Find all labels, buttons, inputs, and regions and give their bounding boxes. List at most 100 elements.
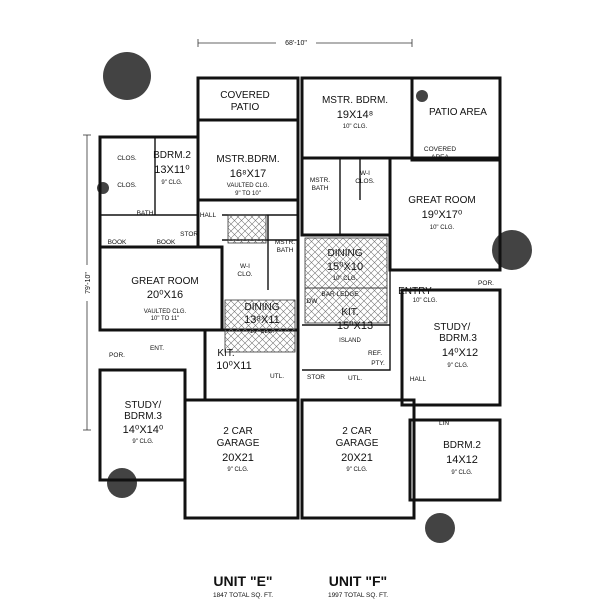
mstr-bath-f-l2: BATH [312,185,329,192]
garage-e-l1: 2 CAR [223,426,252,437]
mstr-bdrm-e-note2: 9" TO 10" [235,191,261,197]
tile-floors [224,214,388,353]
mstr-bdrm-e-note1: VAULTED CLG. [227,183,270,189]
garage-f-size: 20X21 [341,452,373,464]
kit-f-size: 15⁰X13 [337,320,373,332]
mstr-bdrm-f-label: MSTR. BDRM. [322,95,388,106]
pty-f-label: PTY. [371,360,385,367]
study-e-l1: STUDY/ [125,400,162,411]
unit-e-title: UNIT "E" [213,573,272,589]
wi-clos-f-l1: W-I [360,170,370,177]
hall-e-label: HALL [200,212,217,219]
covered-area-f-l1: COVERED [424,146,456,153]
mstr-bath-f-l1: MSTR. [310,177,330,184]
entry-f-note: 10" CLG. [413,298,438,304]
unit-f-labels: MSTR. BDRM. 19X14⁸ 10" CLG. PATIO AREA C… [307,95,495,476]
wi-clos-f-l2: CLOS. [355,178,375,185]
tree-top-left [103,52,151,100]
mstr-bath-e-l2: BATH [277,247,294,254]
width-dimension: 68'-10" [285,40,307,47]
garage-e-note: 9" CLG. [227,467,248,473]
bdrm2-e-label: BDRM.2 [153,150,191,161]
utl-f-label: UTL. [348,375,362,382]
mstr-bdrm-f-size: 19X14⁸ [337,109,373,121]
study-f-size: 14⁰X12 [442,347,478,359]
bdrm2-e-size: 13X11⁰ [154,164,190,176]
depth-dimension: 79'-10" [85,272,92,294]
dining-f-note: 10" CLG. [333,276,358,282]
bdrm2-e-note: 9" CLG. [161,180,182,186]
kit-f-note: ISLAND [339,338,361,344]
mstr-bdrm-e-size: 16⁸X17 [230,168,266,180]
bar-ledge-label: BAR LEDGE [321,291,359,298]
mstr-bath-e-l1: MSTR. [275,239,295,246]
book-label-1: BOOK [108,239,127,246]
ref-f-label: REF. [368,350,382,357]
por-f-label: POR. [478,280,494,287]
dining-e-size: 13⁸X11 [244,314,280,326]
garage-e-size: 20X21 [222,452,254,464]
tree-small-top [416,90,428,102]
ent-e-label: ENT. [150,345,164,352]
great-room-e-label: GREAT ROOM [131,276,198,287]
study-e-note: 9" CLG. [132,439,153,445]
bdrm2-f-size: 14X12 [446,454,478,466]
dining-e-label: DINING [245,302,280,313]
unit-titles: UNIT "E" 1847 TOTAL SQ. FT. UNIT "F" 199… [213,573,388,599]
utl-e-label: UTL. [270,373,284,380]
wi-clo-e-l2: CLO. [237,271,252,278]
unit-e-walls [98,76,300,520]
unit-f-sqft: 1997 TOTAL SQ. FT. [328,592,388,599]
bath-e-label: BATH [137,210,154,217]
dining-f-size: 15⁰X10 [327,261,363,273]
bdrm2-f-note: 9" CLG. [451,470,472,476]
great-room-e-note1: VAULTED CLG. [144,309,187,315]
dw-f-label: DW [307,298,319,305]
great-room-e-size: 20⁰X16 [147,289,183,301]
covered-area-f-l2: AREA [431,154,449,161]
kit-e-label: KIT. [217,348,234,359]
tree-right [492,230,532,270]
garage-f-note: 9" CLG. [346,467,367,473]
great-room-f-label: GREAT ROOM [408,195,475,206]
study-f-l1: STUDY/ [434,322,471,333]
bdrm2-f-label: BDRM.2 [443,440,481,451]
tree-bottom-left [107,468,137,498]
study-f-l2: BDRM.3 [439,333,477,344]
study-e-size: 14⁰X14⁰ [123,424,164,436]
covered-patio-e-l1: COVERED [220,90,269,101]
covered-patio-e-l2: PATIO [231,102,260,113]
mstr-bdrm-f-note: 10" CLG. [343,124,368,130]
garage-f-l1: 2 CAR [342,426,371,437]
great-room-f-size: 19⁰X17⁰ [422,209,463,221]
garage-e-l2: GARAGE [217,438,260,449]
lin-f-label: LIN [439,420,449,427]
kit-f-label: KIT. [341,307,358,318]
wi-clo-e-l1: W-I [240,263,250,270]
unit-e-sqft: 1847 TOTAL SQ. FT. [213,592,273,599]
dimension-lines: 68'-10" 79'-10" [80,37,413,431]
unit-f-title: UNIT "F" [329,573,387,589]
stor-f-label: STOR [307,374,325,381]
stor-e-label: STOR. [180,231,200,238]
entry-f-label: ENTRY [398,286,432,297]
clos-label-1: CLOS. [117,155,137,162]
study-f-note: 9" CLG. [447,363,468,369]
garage-f-l2: GARAGE [336,438,379,449]
tree-bottom-right [425,513,455,543]
por-e-label: POR. [109,352,125,359]
landscape-trees [97,52,532,543]
mstr-bdrm-e-label: MSTR.BDRM. [216,154,279,165]
clos-label-2: CLOS. [117,182,137,189]
great-room-e-note2: 10" TO 11" [151,316,180,322]
unit-e-labels: COVERED PATIO MSTR.BDRM. 16⁸X17 VAULTED … [108,90,296,473]
dining-e-note: 10" CLG. [250,329,275,335]
patio-area-f-label: PATIO AREA [429,107,487,118]
unit-f-walls [300,76,502,520]
study-e-l2: BDRM.3 [124,411,162,422]
great-room-f-note: 10" CLG. [430,225,455,231]
hall-f-label: HALL [410,376,427,383]
dining-f-label: DINING [328,248,363,259]
kit-e-size: 10⁰X11 [216,360,251,372]
